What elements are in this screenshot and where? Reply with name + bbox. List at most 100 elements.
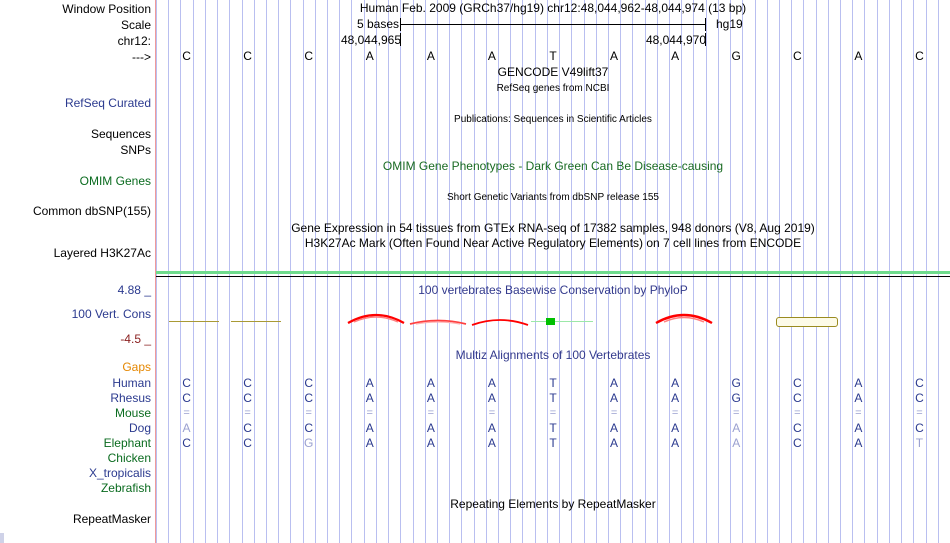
alignment-base: T: [549, 376, 557, 390]
alignment-base: =: [855, 407, 862, 419]
alignment-base: G: [731, 376, 741, 390]
alignment-base: =: [305, 407, 312, 419]
species-label-x_tropicalis[interactable]: X_tropicalis: [88, 466, 151, 480]
scale-tick-right: [705, 18, 706, 31]
label-scale[interactable]: Scale: [120, 18, 151, 32]
caption-publications[interactable]: Publications: Sequences in Scientific Ar…: [454, 114, 652, 125]
coord-left: 48,044,965: [340, 33, 401, 47]
alignment-base: G: [731, 391, 741, 405]
label-sequences[interactable]: Sequences: [90, 127, 151, 141]
species-label-human[interactable]: Human: [112, 376, 151, 390]
reference-base: C: [915, 49, 924, 63]
alignment-base: C: [304, 391, 314, 405]
alignment-base: T: [549, 436, 557, 450]
alignment-base: =: [366, 407, 373, 419]
label-refseq-curated[interactable]: RefSeq Curated: [64, 96, 151, 110]
alignment-base: A: [487, 421, 496, 435]
alignment-base: =: [916, 407, 923, 419]
alignment-base: C: [915, 391, 924, 405]
species-label-dog[interactable]: Dog: [128, 421, 151, 435]
alignment-base: A: [182, 421, 191, 435]
alignment-base: A: [671, 376, 680, 390]
label-snps[interactable]: SNPs: [120, 143, 151, 157]
species-label-elephant[interactable]: Elephant: [103, 436, 151, 450]
left-edge-marker: [0, 533, 4, 543]
species-label-mouse[interactable]: Mouse: [114, 406, 151, 420]
caption-dbsnp[interactable]: Short Genetic Variants from dbSNP releas…: [447, 192, 659, 203]
coord-right: 48,044,970: [645, 33, 706, 47]
assembly-db-label: hg19: [716, 17, 743, 31]
alignment-base: =: [671, 407, 679, 419]
alignment-base: A: [426, 391, 435, 405]
alignment-base: C: [792, 421, 802, 435]
species-label-chicken[interactable]: Chicken: [107, 451, 151, 465]
caption-refseq-ncbi[interactable]: RefSeq genes from NCBI: [496, 83, 610, 94]
caption-phylop[interactable]: 100 vertebrates Basewise Conservation by…: [418, 283, 688, 297]
alignment-base: A: [854, 436, 863, 450]
label-100-vert-cons[interactable]: 100 Vert. Cons: [71, 307, 151, 321]
gap-dash-1: [169, 321, 219, 322]
reference-base: T: [549, 49, 557, 63]
alignment-base: C: [243, 421, 252, 435]
alignment-base: =: [488, 407, 496, 419]
label-common-dbsnp[interactable]: Common dbSNP(155): [32, 204, 151, 218]
alignment-base: =: [794, 407, 801, 419]
label-layered-h3k27ac[interactable]: Layered H3K27Ac: [53, 246, 151, 260]
species-label-rhesus[interactable]: Rhesus: [110, 391, 151, 405]
caption-h3k27ac[interactable]: H3K27Ac Mark (Often Found Near Active Re…: [304, 236, 802, 250]
phylop-conservation-plot[interactable]: [156, 288, 950, 340]
label-omim-genes[interactable]: OMIM Genes: [79, 174, 151, 188]
alignment-base: =: [610, 407, 618, 419]
alignment-base: C: [182, 376, 191, 390]
caption-multiz[interactable]: Multiz Alignments of 100 Vertebrates: [455, 348, 651, 362]
alignment-base: C: [243, 391, 252, 405]
species-label-zebrafish[interactable]: Zebrafish: [100, 481, 151, 495]
insert-marker: [546, 318, 555, 325]
alignment-base: A: [426, 421, 435, 435]
label-strand-arrow[interactable]: --->: [132, 50, 151, 64]
alignment-base: A: [854, 376, 863, 390]
alignment-base: C: [792, 391, 802, 405]
alignment-base: A: [854, 421, 863, 435]
alignment-row-mouse: =============: [156, 407, 950, 419]
alignment-base: C: [243, 436, 252, 450]
scale-tick-left: [400, 18, 401, 31]
window-left-boundary-line: [155, 0, 156, 543]
alignment-base: =: [244, 407, 251, 419]
alignment-row-zebrafish: [156, 482, 950, 494]
alignment-base: =: [183, 407, 190, 419]
gap-lozenge: [776, 317, 838, 327]
alignment-base: C: [304, 376, 314, 390]
label-window-position[interactable]: Window Position: [62, 2, 151, 16]
caption-gencode[interactable]: GENCODE V49lift37: [497, 65, 609, 79]
alignment-gap-line: [531, 321, 593, 322]
alignment-base: A: [671, 421, 680, 435]
caption-omim[interactable]: OMIM Gene Phenotypes - Dark Green Can Be…: [382, 159, 724, 173]
coord-tick-left: [400, 33, 401, 46]
alignment-base: T: [549, 391, 557, 405]
alignment-base: T: [915, 436, 924, 450]
alignment-base: C: [915, 421, 924, 435]
caption-gtex[interactable]: Gene Expression in 54 tissues from GTEx …: [291, 221, 815, 235]
alignment-row-chicken: [156, 452, 950, 464]
label-repeatmasker[interactable]: RepeatMasker: [72, 512, 151, 526]
alignment-row-x_tropicalis: [156, 467, 950, 479]
alignment-base: A: [671, 391, 680, 405]
reference-base: A: [426, 49, 435, 63]
alignment-base: A: [365, 421, 374, 435]
label-gaps[interactable]: Gaps: [122, 360, 151, 374]
label-chrom[interactable]: chr12:: [117, 34, 151, 48]
alignment-base: A: [487, 376, 496, 390]
coord-tick-right: [705, 33, 706, 46]
scale-bar-label: 5 bases: [356, 17, 399, 31]
alignment-base: C: [792, 436, 802, 450]
alignment-base: A: [365, 376, 374, 390]
reference-base: A: [671, 49, 680, 63]
alignment-base: C: [915, 376, 924, 390]
reference-base: A: [854, 49, 863, 63]
caption-repeatmasker[interactable]: Repeating Elements by RepeatMasker: [450, 497, 656, 511]
